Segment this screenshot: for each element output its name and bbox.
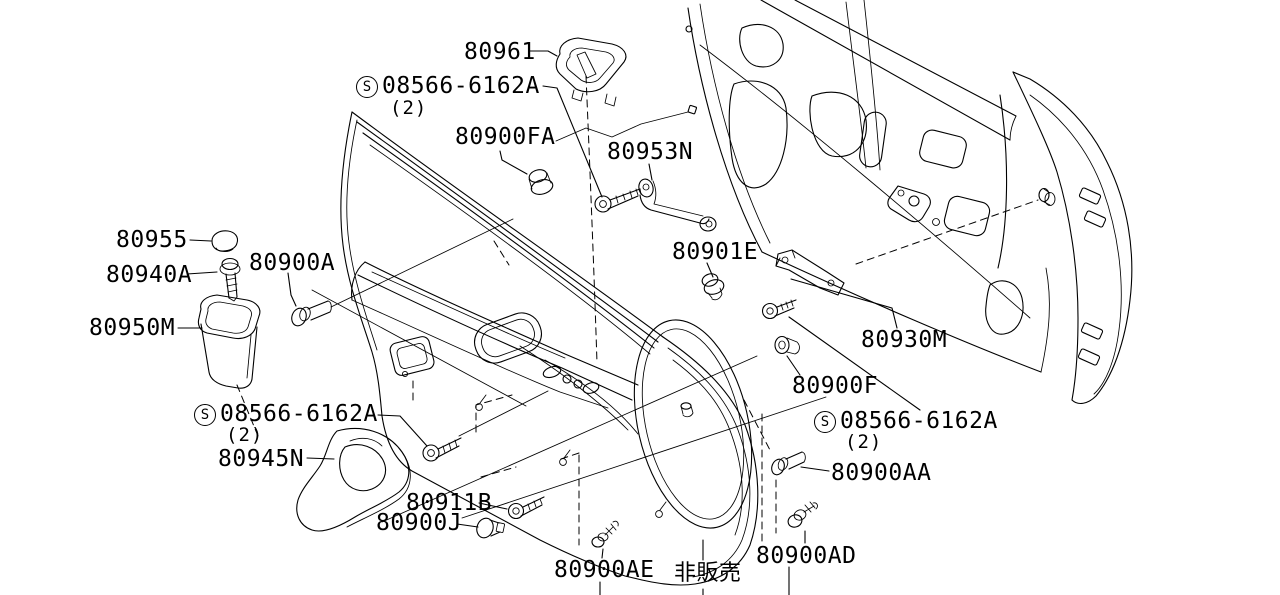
window-switch-finisher bbox=[555, 37, 627, 107]
part-label-80953N: 80953N bbox=[607, 139, 694, 165]
speaker-opening bbox=[633, 319, 753, 529]
part-label-80900AE: 80900AE bbox=[554, 557, 655, 583]
screw-part-number: 08566-6162A bbox=[220, 401, 378, 427]
clip-80901E bbox=[701, 273, 725, 301]
screw-quantity: (2) bbox=[845, 431, 883, 453]
part-label-80950M: 80950M bbox=[89, 315, 176, 341]
screw-symbol-icon: S bbox=[356, 75, 378, 98]
part-label-80901E: 80901E bbox=[672, 239, 759, 265]
clip-80900AD bbox=[787, 501, 818, 528]
screw-part-number: 08566-6162A bbox=[382, 73, 540, 99]
door-trim-panel bbox=[340, 111, 664, 581]
part-label-80911B: 80911B bbox=[406, 490, 493, 516]
door-handle-recess bbox=[887, 185, 940, 226]
hole-marker bbox=[475, 394, 667, 518]
screw-80911B bbox=[507, 496, 545, 520]
part-label-80930M: 80930M bbox=[861, 327, 948, 353]
screw-08566-top bbox=[594, 188, 642, 213]
pull-handle-finisher-80945N bbox=[296, 427, 411, 532]
part-label-80900AD: 80900AD bbox=[756, 543, 857, 569]
cap-80955 bbox=[211, 230, 239, 252]
door-handle-cutout bbox=[474, 312, 542, 364]
part-label-80961: 80961 bbox=[464, 39, 536, 65]
edge-clip bbox=[1077, 187, 1107, 366]
screw-80940A bbox=[219, 257, 241, 302]
part-label-08566-6162A-right: S 08566-6162A bbox=[814, 410, 998, 433]
guide-lines bbox=[236, 75, 1039, 546]
part-label-80955: 80955 bbox=[116, 227, 188, 253]
bracket-80953N bbox=[638, 178, 717, 232]
part-label-80945N: 80945N bbox=[218, 446, 305, 472]
part-label-80900FA: 80900FA bbox=[455, 124, 556, 150]
speaker-area bbox=[633, 319, 759, 586]
screw-quantity: (2) bbox=[226, 424, 264, 446]
part-label-80900AA: 80900AA bbox=[831, 460, 932, 486]
grommet-80900FA bbox=[528, 169, 554, 195]
shell-edge-clip bbox=[687, 104, 698, 115]
not-sold-separately-note: 非販売 bbox=[674, 561, 742, 586]
part-label-08566-6162A-top: S 08566-6162A bbox=[356, 75, 540, 98]
clip-80900J bbox=[476, 517, 505, 539]
door-inner-shell bbox=[685, 0, 1050, 373]
edge-grommet bbox=[1038, 187, 1056, 206]
clip-80900AE bbox=[591, 520, 619, 548]
screw-symbol-icon: S bbox=[814, 410, 836, 433]
part-label-80900J: 80900J bbox=[376, 510, 463, 536]
lamp-cutout bbox=[389, 336, 435, 376]
screw-symbol-icon: S bbox=[194, 403, 216, 426]
screw-part-number: 08566-6162A bbox=[840, 408, 998, 434]
grommet-80900F bbox=[774, 335, 800, 355]
pin-80900A bbox=[291, 300, 332, 327]
pin-80900AA bbox=[771, 451, 806, 476]
pocket-80950M bbox=[197, 294, 261, 389]
part-label-80900A: 80900A bbox=[249, 250, 336, 276]
leader-lines bbox=[177, 50, 921, 595]
screw-08566-right bbox=[761, 299, 797, 320]
part-label-80940A: 80940A bbox=[106, 262, 193, 288]
bracket-80930M bbox=[775, 249, 845, 296]
screw-quantity: (2) bbox=[390, 97, 428, 119]
part-label-08566-6162A-left: S 08566-6162A bbox=[194, 403, 378, 426]
part-label-80900F: 80900F bbox=[792, 373, 879, 399]
screw-08566-left bbox=[422, 437, 462, 462]
door-edge-panel bbox=[1012, 71, 1133, 405]
